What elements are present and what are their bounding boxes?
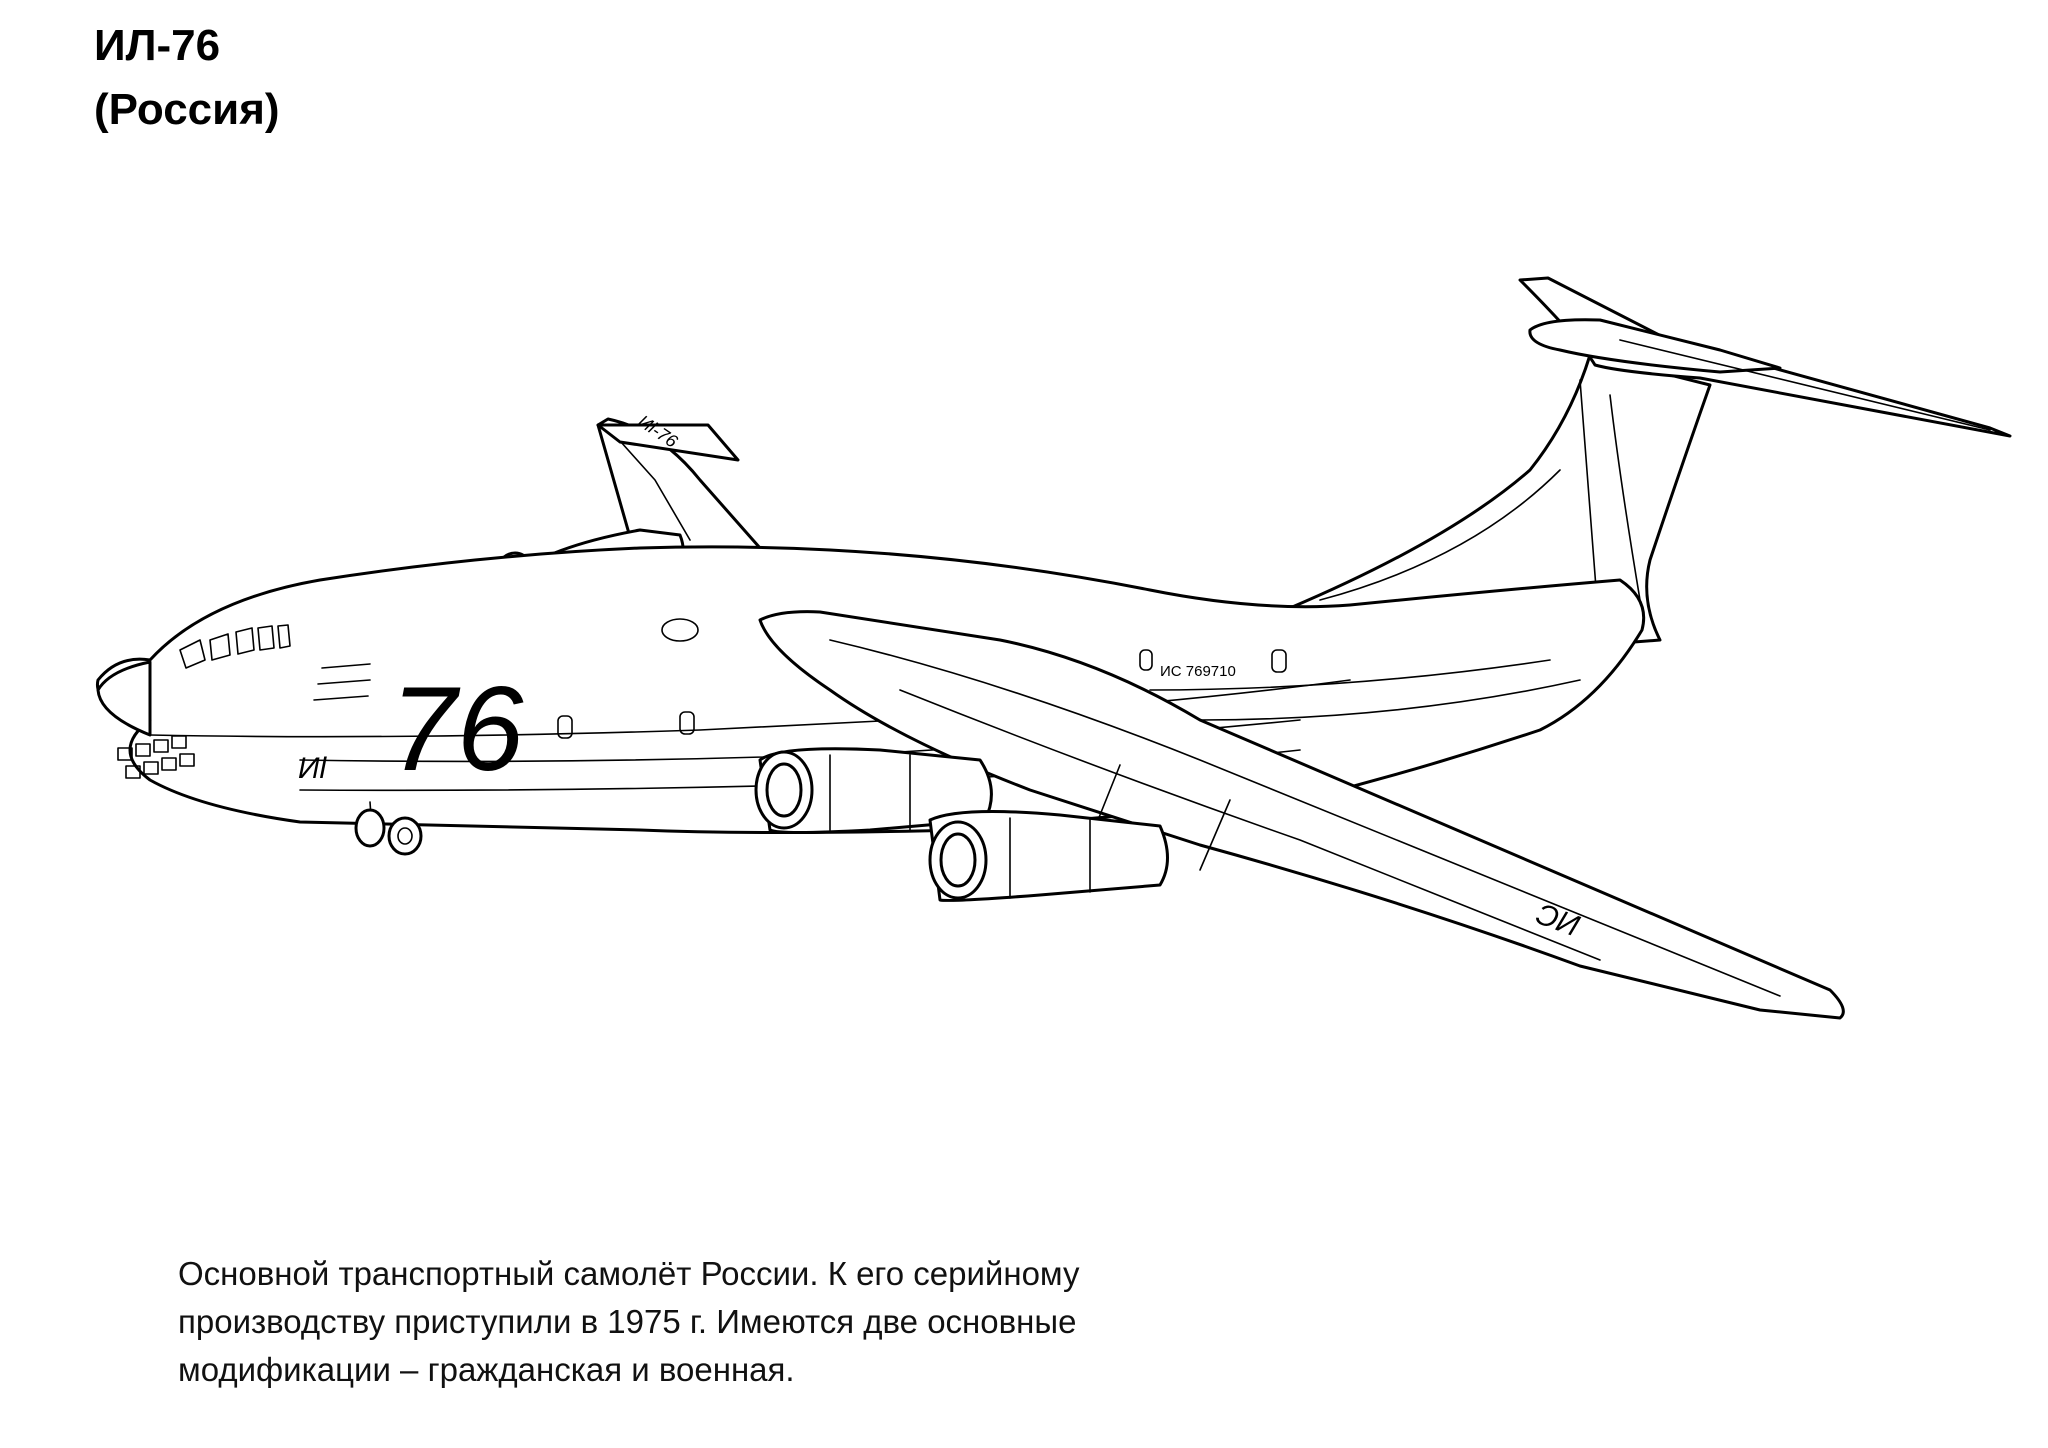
right-inner-engine <box>754 747 993 834</box>
right-outer-engine <box>928 809 1169 902</box>
fuselage-marking: 76 Иl ИС 769710 <box>298 662 1236 796</box>
aircraft-country: (Россия) <box>94 85 280 134</box>
horizontal-stabilizer <box>1518 276 2012 438</box>
title-block: ИЛ-76 (Россия) <box>94 14 280 142</box>
script-label-marking: Иl <box>298 752 327 785</box>
aircraft-name: ИЛ-76 <box>94 21 221 70</box>
description-line: производству приступили в 1975 г. Имеютс… <box>178 1303 1077 1340</box>
description-line: Основной транспортный самолёт России. К … <box>178 1255 1080 1292</box>
description-line: модификации – гражданская и военная. <box>178 1351 795 1388</box>
registration-marking: ИС 769710 <box>1160 663 1236 680</box>
description-text: Основной транспортный самолёт России. К … <box>178 1250 1338 1394</box>
big-number-marking: 76 <box>390 662 524 796</box>
